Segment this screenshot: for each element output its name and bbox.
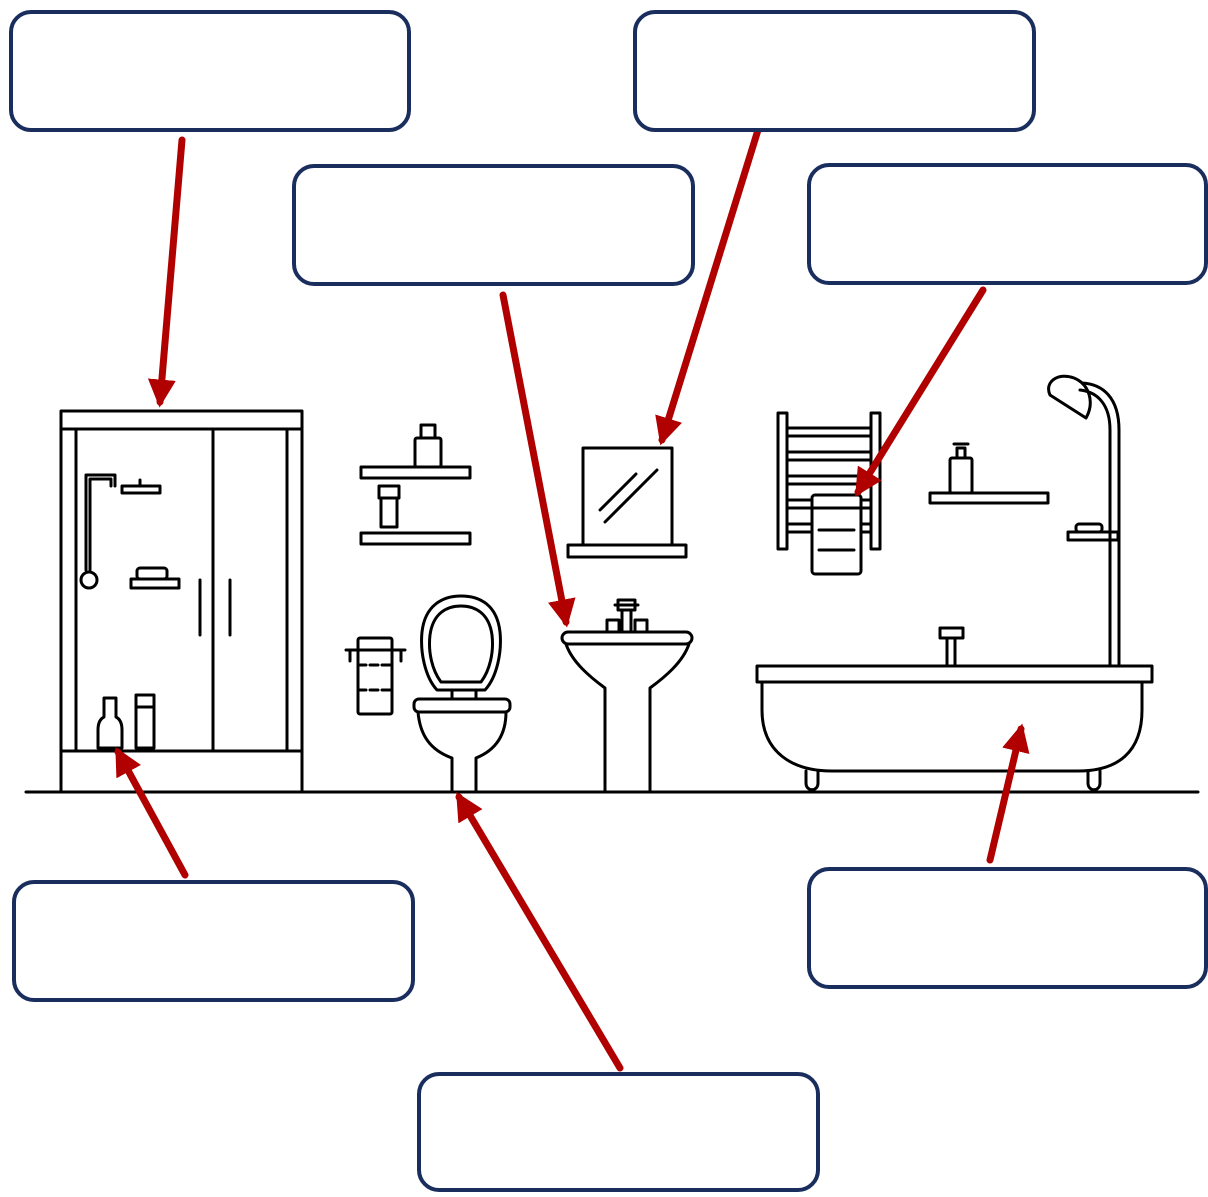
arrow-to-towel — [854, 286, 987, 497]
toilet-paper-icon — [344, 636, 407, 716]
label-box-towel[interactable] — [807, 163, 1208, 285]
arrow-to-bathtub — [986, 723, 1030, 864]
label-box-toilet[interactable] — [417, 1072, 820, 1192]
soap-shelf-icon — [928, 442, 1050, 505]
arrow-to-mirror — [655, 126, 762, 446]
mirror-icon — [566, 446, 688, 559]
towel-rail-icon — [776, 411, 882, 576]
arrow-to-shampoo — [114, 747, 189, 879]
label-box-mirror[interactable] — [633, 10, 1036, 132]
toilet-icon — [412, 594, 512, 794]
sink-icon — [560, 598, 694, 794]
bathtub-icon — [755, 522, 1154, 792]
shelf-icon — [359, 423, 472, 546]
arrow-to-shower — [147, 136, 186, 408]
label-box-bathtub[interactable] — [807, 867, 1208, 989]
label-box-sink[interactable] — [292, 164, 695, 286]
label-box-shampoo[interactable] — [12, 880, 415, 1002]
lamp-icon — [1047, 374, 1121, 668]
arrow-to-toilet — [455, 792, 624, 1072]
label-box-shower[interactable] — [9, 10, 411, 132]
arrow-to-sink — [499, 291, 576, 628]
shower-cabin-icon — [59, 409, 304, 794]
